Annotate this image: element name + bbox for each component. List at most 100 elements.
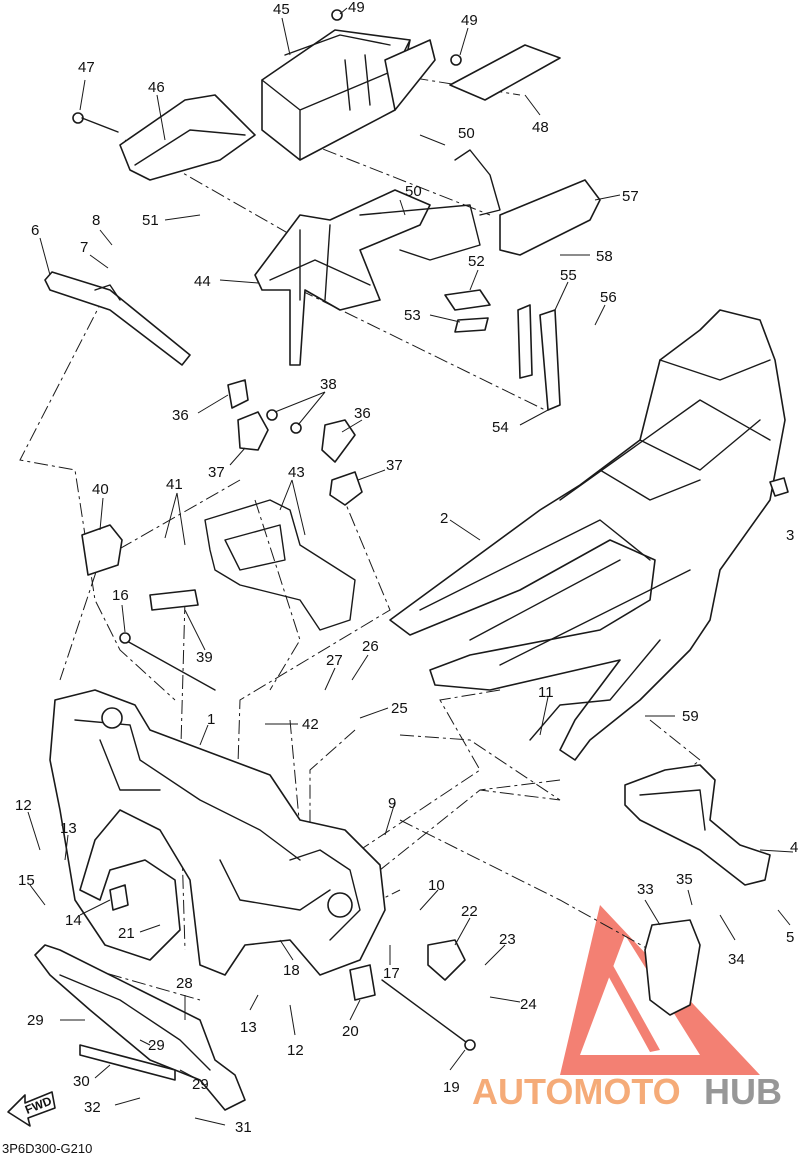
callout-8: 8 xyxy=(92,212,100,229)
callout-20: 20 xyxy=(342,1023,359,1040)
callout-11: 11 xyxy=(538,684,554,701)
callout-30: 30 xyxy=(73,1073,90,1090)
callout-9: 9 xyxy=(388,795,396,812)
callout-57: 57 xyxy=(622,188,639,205)
callout-34: 34 xyxy=(728,951,745,968)
callout-44: 44 xyxy=(194,273,211,290)
callout-46: 46 xyxy=(148,79,165,96)
cover-43 xyxy=(204,499,356,631)
callout-26: 26 xyxy=(362,638,379,655)
bolt-47 xyxy=(72,112,119,133)
bracket-36-37 xyxy=(227,379,363,506)
callout-49a: 49 xyxy=(348,0,365,16)
callout-7: 7 xyxy=(80,239,88,256)
battery-cover-48 xyxy=(449,44,561,101)
callout-23: 23 xyxy=(499,931,516,948)
watermark-text: AUTOMOTO HUB xyxy=(472,1071,782,1112)
callout-47: 47 xyxy=(78,59,95,76)
bracket-6 xyxy=(44,271,191,366)
callout-59: 59 xyxy=(682,708,699,725)
collar-20 xyxy=(349,964,376,1001)
callout-37b: 37 xyxy=(386,457,403,474)
leader-lines xyxy=(27,7,794,1126)
bolt-19 xyxy=(381,979,476,1051)
plate-30 xyxy=(79,1044,176,1081)
callout-56: 56 xyxy=(600,289,617,306)
callout-21: 21 xyxy=(118,925,135,942)
stay-54-55 xyxy=(517,304,561,411)
plate-22 xyxy=(427,939,466,981)
callout-54: 54 xyxy=(492,419,509,436)
callout-labels: 45 49 49 48 47 46 50 50 51 57 58 44 52 5… xyxy=(15,0,798,1136)
callout-13a: 13 xyxy=(60,820,77,837)
callout-38: 38 xyxy=(320,376,337,393)
battery-box xyxy=(261,29,436,161)
bracket-46 xyxy=(119,94,256,181)
callout-52: 52 xyxy=(468,253,485,270)
collar-3 xyxy=(769,477,789,497)
callout-3: 3 xyxy=(786,527,794,544)
bracket-4 xyxy=(624,764,771,886)
collar-14 xyxy=(109,884,129,911)
callout-14: 14 xyxy=(65,912,82,929)
callout-43: 43 xyxy=(288,464,305,481)
callout-49b: 49 xyxy=(461,12,478,29)
callout-28: 28 xyxy=(176,975,193,992)
diagram-code: 3P6D300-G210 xyxy=(2,1141,92,1156)
fwd-arrow-icon: FWD xyxy=(7,1091,56,1127)
callout-24: 24 xyxy=(520,996,537,1013)
callout-16: 16 xyxy=(112,587,129,604)
bolt-16 xyxy=(119,632,216,691)
rear-frame-2 xyxy=(389,309,786,761)
callout-42: 42 xyxy=(302,716,319,733)
callout-13b: 13 xyxy=(240,1019,257,1036)
plate-57 xyxy=(499,179,601,256)
callout-31: 31 xyxy=(235,1119,252,1136)
callout-1: 1 xyxy=(207,711,215,728)
callout-29c: 29 xyxy=(192,1076,209,1093)
callout-45: 45 xyxy=(273,1,290,18)
bracket-44 xyxy=(254,149,501,366)
callout-51: 51 xyxy=(142,212,159,229)
bracket-40 xyxy=(81,524,123,576)
callout-58: 58 xyxy=(596,248,613,265)
callout-5: 5 xyxy=(786,929,794,946)
callout-39: 39 xyxy=(196,649,213,666)
watermark-part2: HUB xyxy=(704,1071,782,1112)
callout-50b: 50 xyxy=(405,183,422,200)
main-frame-1 xyxy=(49,689,386,976)
callout-41: 41 xyxy=(166,476,183,493)
callout-25: 25 xyxy=(391,700,408,717)
callout-37a: 37 xyxy=(208,464,225,481)
callout-48: 48 xyxy=(532,119,549,136)
callout-18: 18 xyxy=(283,962,300,979)
bolts-49 xyxy=(331,9,462,66)
callout-10: 10 xyxy=(428,877,445,894)
callout-53: 53 xyxy=(404,307,421,324)
rubber-39 xyxy=(149,589,199,611)
watermark-part1: AUTOMOTO xyxy=(472,1071,681,1112)
rubber-52-53 xyxy=(444,289,491,333)
callout-36b: 36 xyxy=(354,405,371,422)
callout-6: 6 xyxy=(31,222,39,239)
callout-35: 35 xyxy=(676,871,693,888)
callout-22: 22 xyxy=(461,903,478,920)
callout-4: 4 xyxy=(790,839,798,856)
callout-12b: 12 xyxy=(287,1042,304,1059)
callout-17: 17 xyxy=(383,965,400,982)
callout-15: 15 xyxy=(18,872,35,889)
callout-27: 27 xyxy=(326,652,343,669)
callout-40: 40 xyxy=(92,481,109,498)
callout-19: 19 xyxy=(443,1079,460,1096)
callout-50a: 50 xyxy=(458,125,475,142)
callout-55: 55 xyxy=(560,267,577,284)
cover-33 xyxy=(644,919,701,1016)
callout-12a: 12 xyxy=(15,797,32,814)
callout-2: 2 xyxy=(440,510,448,527)
callout-29b: 29 xyxy=(148,1037,165,1054)
callout-33: 33 xyxy=(637,881,654,898)
callout-36a: 36 xyxy=(172,407,189,424)
callout-29a: 29 xyxy=(27,1012,44,1029)
callout-32: 32 xyxy=(84,1099,101,1116)
